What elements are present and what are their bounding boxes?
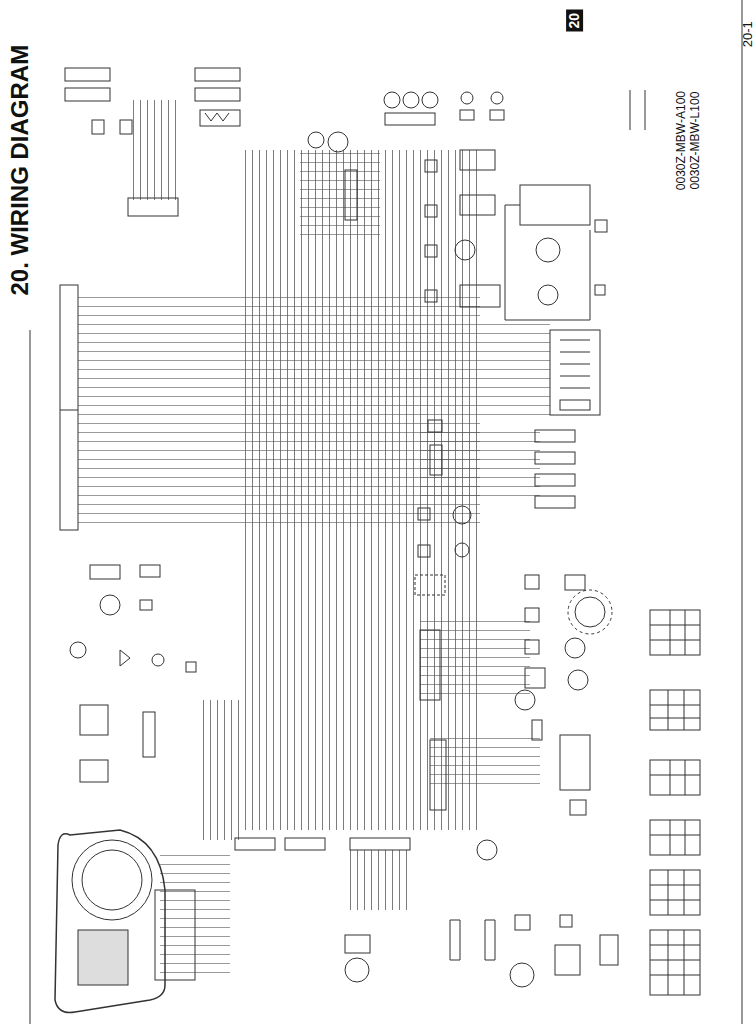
- model-code: 0030Z-MBW-L100: [689, 91, 702, 189]
- page-title: 20. WIRING DIAGRAM: [7, 45, 33, 296]
- page-number: 20-1: [741, 21, 755, 47]
- section-number: 20: [566, 9, 583, 31]
- model-code: 0030Z-MBW-A100: [674, 91, 687, 190]
